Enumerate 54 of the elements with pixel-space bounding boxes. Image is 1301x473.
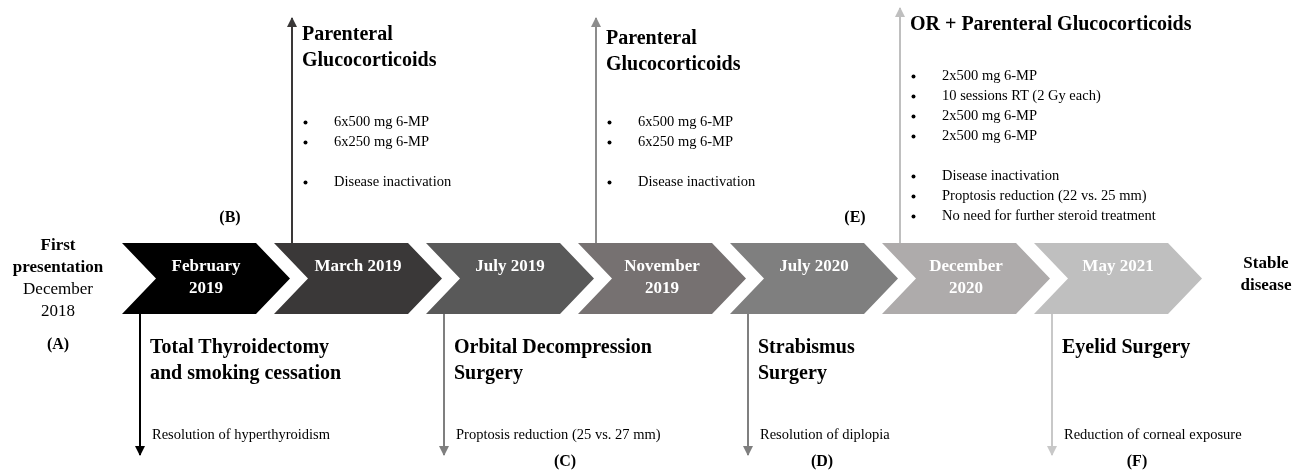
event-heading: Total Thyroidectomy and smoking cessation [150, 334, 343, 385]
bullet-item: 2x500 mg 6-MP [942, 106, 1038, 125]
chevron-step [882, 243, 1050, 314]
bullet-item: Disease inactivation [942, 166, 1060, 185]
event-heading: Parenteral Glucocorticoids [606, 25, 742, 76]
panel-letter: (B) [218, 207, 242, 227]
arrow [439, 313, 449, 456]
event-heading: Eyelid Surgery [1062, 334, 1192, 359]
bullet-item: 2x500 mg 6-MP [942, 66, 1038, 85]
bullet-item: 6x250 mg 6-MP [638, 132, 734, 151]
outcome-text: Proptosis reduction (25 vs. 27 mm) [456, 425, 661, 444]
step-date: November 2019 [623, 255, 701, 299]
panel-letter: (A) [45, 334, 71, 354]
outcome-text: Resolution of hyperthyroidism [152, 425, 330, 444]
arrow [591, 17, 601, 244]
step-date: March 2019 [314, 255, 402, 277]
panel-letter: (D) [809, 451, 835, 471]
event-heading: Parenteral Glucocorticoids [302, 21, 438, 72]
arrow [1047, 313, 1057, 456]
chevron-step [274, 243, 442, 314]
bullet-item: 2x500 mg 6-MP [942, 126, 1038, 145]
end-label: Stable disease [1239, 252, 1293, 296]
event-heading: OR + Parenteral Glucocorticoids [910, 11, 1193, 36]
step-date: February 2019 [170, 255, 242, 299]
bullet-item: No need for further steroid treatment [942, 206, 1156, 225]
bullet-item: Disease inactivation [334, 172, 452, 191]
step-date: May 2021 [1081, 255, 1155, 277]
step-date: July 2020 [778, 255, 850, 277]
bullet-item: 10 sessions RT (2 Gy each) [942, 86, 1101, 105]
bullet-item: 6x250 mg 6-MP [334, 132, 430, 151]
chevron-step [578, 243, 746, 314]
chevron-step [1034, 243, 1202, 314]
step-date: July 2019 [474, 255, 546, 277]
bullet-item: Proptosis reduction (22 vs. 25 mm) [942, 186, 1147, 205]
bullet-item: 6x500 mg 6-MP [638, 112, 734, 131]
chevron-step [730, 243, 898, 314]
outcome-text: Resolution of diplopia [760, 425, 890, 444]
panel-letter: (F) [1125, 451, 1149, 471]
start-date: December 2018 [22, 278, 94, 322]
arrow [743, 313, 753, 456]
arrow [895, 7, 905, 244]
start-label: First presentation [11, 234, 105, 278]
chevron-step [122, 243, 290, 314]
bullet-item: Disease inactivation [638, 172, 756, 191]
event-heading: Strabismus Surgery [758, 334, 856, 385]
arrow [135, 313, 145, 456]
chevron-step [426, 243, 594, 314]
step-date: December 2020 [928, 255, 1004, 299]
panel-letter: (E) [843, 207, 867, 227]
event-heading: Orbital Decompression Surgery [454, 334, 653, 385]
panel-letter: (C) [552, 451, 578, 471]
outcome-text: Reduction of corneal exposure [1064, 425, 1242, 444]
bullet-item: 6x500 mg 6-MP [334, 112, 430, 131]
arrow [287, 17, 297, 244]
